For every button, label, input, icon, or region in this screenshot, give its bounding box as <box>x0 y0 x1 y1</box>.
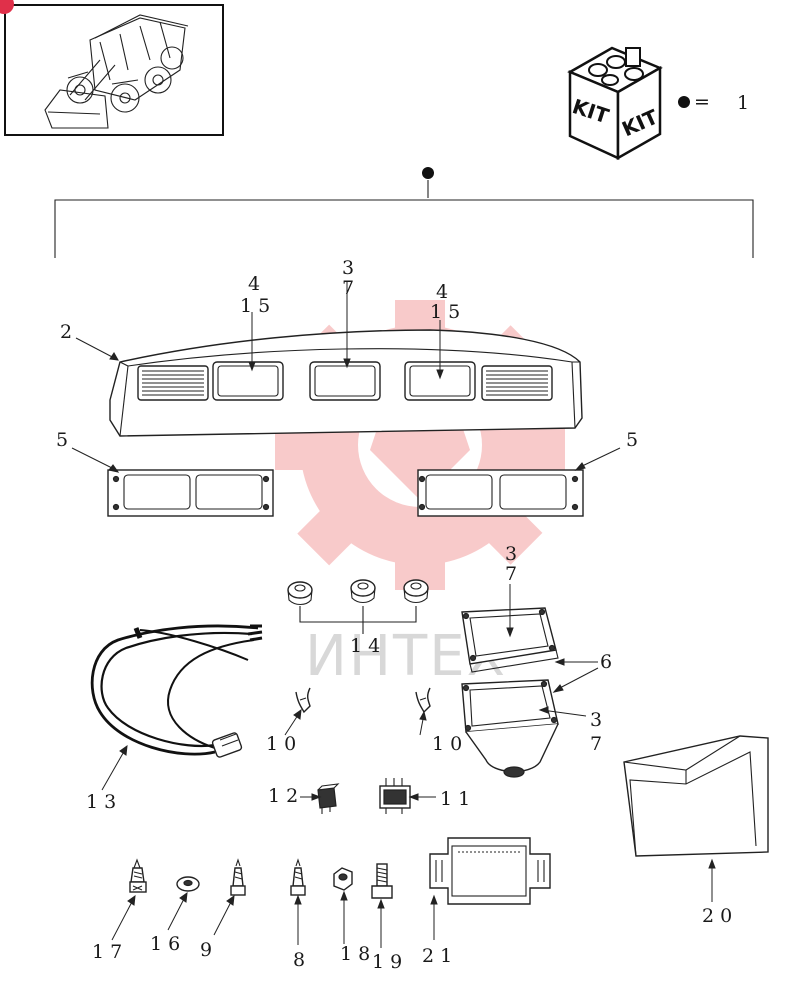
callout-9: 9 <box>200 939 218 961</box>
callout-19: 19 <box>372 951 408 973</box>
part-14-grommets <box>287 579 429 634</box>
callout-10-left: 10 <box>266 733 302 755</box>
part-19-bolt <box>371 863 393 899</box>
lamp-opening-left <box>212 361 284 401</box>
callout-4-left: 4 <box>248 273 266 295</box>
part-5-gasket-left <box>107 469 274 517</box>
part-16-washer <box>176 876 200 892</box>
callout-7-lens: 7 <box>505 563 523 585</box>
vent-grille-left <box>137 365 209 401</box>
leader-lines <box>71 282 716 948</box>
callout-17: 17 <box>92 941 128 963</box>
skid-steer-loader-icon <box>44 14 189 129</box>
callout-6: 6 <box>600 651 618 673</box>
harness-connector-icon <box>211 732 243 758</box>
kit-legend-value: 1 <box>737 92 755 114</box>
callout-8: 8 <box>293 949 311 971</box>
part-11-switch <box>379 778 411 814</box>
callout-11: 11 <box>440 788 476 810</box>
grommet-2 <box>350 579 376 604</box>
callout-7-body: 7 <box>590 733 608 755</box>
callout-20: 20 <box>702 905 738 927</box>
callout-2: 2 <box>60 321 78 343</box>
callout-13: 13 <box>86 791 122 813</box>
callout-5-left: 5 <box>56 429 74 451</box>
callout-4-right: 4 <box>436 281 454 303</box>
machine-thumbnail <box>0 0 224 136</box>
callout-12: 12 <box>268 785 304 807</box>
callout-15-left: 15 <box>240 295 276 317</box>
vent-grille-right <box>481 365 553 401</box>
callout-numbers: 2 4 15 3 7 4 15 5 5 3 7 6 3 7 14 10 10 1… <box>56 257 738 973</box>
kit-legend-equals: = <box>694 91 716 113</box>
part-20-cover <box>623 735 769 857</box>
callout-7-top: 7 <box>342 277 360 299</box>
callout-10-right: 10 <box>432 733 468 755</box>
kit-marker-dot-icon <box>422 167 434 179</box>
callout-3-lens: 3 <box>505 543 523 565</box>
part-8-screw <box>290 858 306 896</box>
grommet-1 <box>287 581 313 606</box>
part-18-nut <box>333 867 353 891</box>
part-5-gasket-right <box>417 469 584 517</box>
part-9-screw <box>230 858 246 896</box>
corner-badge-icon <box>0 0 14 14</box>
part-2-light-bar-housing <box>109 329 583 437</box>
part-13-wire-harness <box>90 624 263 758</box>
callout-3-body: 3 <box>590 709 608 731</box>
callout-21: 21 <box>422 945 458 967</box>
callout-15-right: 15 <box>430 301 466 323</box>
callout-14: 14 <box>350 635 386 657</box>
callout-16: 16 <box>150 933 186 955</box>
lamp-opening-center <box>309 361 381 401</box>
kit-legend-dot-icon <box>678 96 690 108</box>
lamp-lens-assembly <box>461 607 559 673</box>
callout-3-top: 3 <box>342 257 360 279</box>
kit-bracket <box>54 167 754 258</box>
part-10-clip-right <box>415 687 431 714</box>
part-17-screw <box>129 858 147 893</box>
part-21-bracket <box>429 837 551 905</box>
callout-5-right: 5 <box>626 429 644 451</box>
callout-18: 18 <box>340 943 376 965</box>
part-12-relay <box>317 783 340 814</box>
kit-box-icon: KIT KIT <box>567 46 663 161</box>
lamp-body-assembly <box>461 679 559 778</box>
part-10-clip-left <box>295 687 311 714</box>
grommet-3 <box>403 579 429 604</box>
